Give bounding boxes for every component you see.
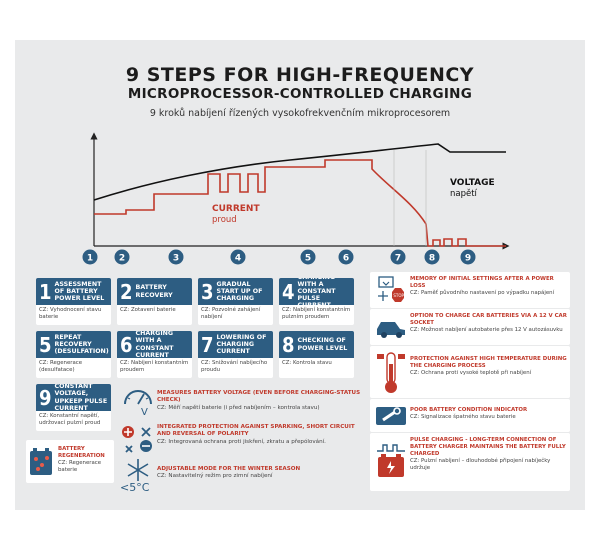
step-marker-9 — [460, 249, 476, 265]
step-header: 4CHARGING WITH A CONSTANT PULSE CURRENT — [279, 278, 354, 309]
step-label: CHECKING OF POWER LEVEL — [297, 337, 348, 352]
svg-text:V: V — [141, 407, 148, 416]
page-subtitle: MICROPROCESSOR-CONTROLLED CHARGING — [127, 86, 473, 102]
wrench-battery-icon — [376, 407, 406, 425]
step-number: 6 — [120, 332, 133, 357]
step-number: 1 — [39, 279, 52, 304]
step-marker-label: 8 — [429, 254, 435, 264]
battery-regeneration-icon — [30, 448, 52, 475]
polarity-icon — [122, 426, 152, 453]
voltmeter-icon: V — [124, 390, 152, 416]
battery-regeneration-box: BATTERY REGENERATION CZ: Regenerace bate… — [26, 440, 114, 483]
step-description: CZ: Pozvolné zahájení nabíjení — [198, 305, 273, 325]
step-label: CONSTANT VOLTAGE, UPKEEP PULSE CURRENT — [54, 384, 108, 412]
step-marker-label: 1 — [87, 254, 93, 264]
step-label: BATTERY RECOVERY — [135, 284, 173, 299]
step-marker-5 — [300, 249, 316, 265]
step-number: 9 — [39, 385, 52, 410]
current-curve — [94, 159, 506, 247]
step-description: CZ: Snižování nabíjecího proudu — [198, 358, 273, 378]
step-marker-7 — [390, 249, 406, 265]
step-number: 3 — [201, 279, 214, 304]
step-number: 4 — [282, 279, 295, 304]
feature-winter-mode: ADJUSTABLE MODE FOR THE WINTER SEASON CZ… — [157, 466, 301, 480]
memory-icon: STOP — [378, 276, 405, 302]
page-title: 9 STEPS FOR HIGH-FREQUENCY — [125, 64, 475, 86]
step-label: ASSESSMENT OF BATTERY POWER LEVEL — [54, 280, 105, 303]
step-marker-2 — [114, 249, 130, 265]
current-label: CURRENT — [212, 204, 260, 214]
step-number: 8 — [282, 332, 295, 357]
step-number: 2 — [120, 279, 133, 304]
car-icon — [377, 322, 405, 338]
voltage-curve — [93, 143, 506, 201]
battery-icon — [377, 444, 405, 477]
feature-voltage-measure: MEASURES BATTERY VOLTAGE (EVEN BEFORE CH… — [157, 390, 361, 411]
winter-temp-badge: <5°C — [120, 481, 150, 494]
step-description: CZ: Kontrola stavu — [279, 358, 354, 378]
regeneration-title: BATTERY REGENERATION — [58, 446, 105, 460]
step-description: CZ: Nabíjení konstantním proudem — [117, 358, 192, 378]
step-description: CZ: Nabíjení konstantním pulzním proudem — [279, 305, 354, 325]
voltage-label: VOLTAGE — [450, 178, 495, 188]
page-subtitle-cz: 9 kroků nabíjení řízených vysokofrekvenč… — [149, 108, 451, 119]
thermometer-icon — [377, 352, 405, 393]
step-marker-4 — [230, 249, 246, 265]
step-marker-6 — [338, 249, 354, 265]
step-number: 5 — [39, 332, 52, 357]
step-marker-label: 4 — [235, 254, 241, 264]
feature-pulse-charging: PULSE CHARGING - LONG-TERM CONNECTION OF… — [370, 433, 570, 491]
step-description: CZ: Zotavení baterie — [117, 305, 192, 325]
step-marker-8 — [424, 249, 440, 265]
step-markers: 1 2 3 4 5 6 7 8 9 — [82, 249, 476, 265]
step-label: CHARGING WITH A CONSTANT PULSE CURRENT — [297, 278, 336, 310]
step-marker-label: 5 — [305, 254, 311, 264]
feature-memory: STOP MEMORY OF INITIAL SETTINGS AFTER A … — [370, 272, 570, 308]
step-label: LOWERING OF CHARGING CURRENT — [216, 333, 267, 356]
charging-curve-diagram: VOLTAGE napětí CURRENT proud 1 2 3 4 5 6 7 8 9 — [82, 132, 510, 265]
step-label: REPEAT RECOVERY (DESULFATION) — [54, 333, 109, 356]
feature-car-socket: OPTION TO CHARGE CAR BATTERIES VIA A 12 … — [370, 309, 570, 345]
current-label-cz: proud — [212, 215, 237, 225]
step-marker-1 — [82, 249, 98, 265]
snowflake-icon — [127, 459, 149, 481]
step-marker-label: 3 — [173, 254, 179, 264]
feature-protection: INTEGRATED PROTECTION AGAINST SPARKING, … — [157, 424, 355, 445]
feature-temperature: PROTECTION AGAINST HIGH TEMPERATURE DURI… — [370, 346, 570, 398]
step-marker-label: 6 — [343, 254, 349, 264]
regeneration-cz: CZ: Regenerace baterie — [58, 460, 102, 474]
step-label: CHARGING WITH A CONSTANT CURRENT — [135, 331, 174, 359]
step-label: GRADUAL START UP OF CHARGING — [216, 280, 263, 303]
svg-text:STOP: STOP — [393, 293, 404, 298]
step-marker-label: 2 — [119, 254, 125, 264]
step-description: CZ: Konstantní napětí, udržovací pulzní … — [36, 411, 111, 431]
step-description: CZ: Vyhodnocení stavu baterie — [36, 305, 111, 325]
step-marker-label: 9 — [465, 254, 471, 264]
step-description: CZ: Regenerace (desulfatace) — [36, 358, 111, 378]
voltage-label-cz: napětí — [450, 189, 478, 199]
step-box-4: 4CHARGING WITH A CONSTANT PULSE CURRENTC… — [279, 278, 354, 325]
step-number: 7 — [201, 332, 214, 357]
step-marker-label: 7 — [395, 254, 401, 264]
step-marker-3 — [168, 249, 184, 265]
